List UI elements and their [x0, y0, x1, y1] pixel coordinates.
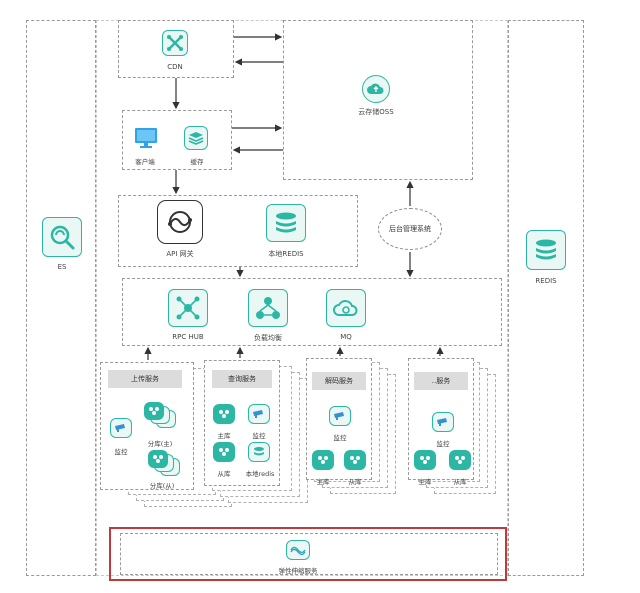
other-master-db-icon — [414, 450, 436, 470]
query-slave-label: 从库 — [217, 470, 231, 478]
query-master-db-icon — [213, 404, 235, 424]
cache-icon — [184, 126, 208, 150]
cloud-storage-icon — [362, 75, 390, 103]
elastic-label: 弹性伸缩服务 — [278, 567, 318, 575]
es-label: ES — [57, 263, 67, 271]
upload-slave-label: 分库(从) — [149, 482, 175, 490]
query-master-label: 主库 — [217, 432, 231, 440]
decode-master-db-icon — [312, 450, 334, 470]
other-service-title: ..服务 — [414, 372, 468, 390]
monitor-icon — [134, 127, 158, 149]
admin-system-node: 后台管理系统 — [378, 208, 442, 250]
search-icon — [42, 217, 82, 257]
cache-label: 缓存 — [190, 158, 204, 166]
query-monitor-label: 监控 — [252, 432, 266, 440]
rpc-hub-label: RPC HUB — [172, 333, 204, 341]
local-redis-label: 本地REDIS — [268, 250, 304, 258]
rpc-hub-icon — [168, 289, 208, 327]
other-slave-db-icon — [449, 450, 471, 470]
elastic-scaling-icon — [286, 540, 310, 560]
redis-icon — [526, 230, 566, 270]
upload-monitor-label: 监控 — [114, 448, 128, 456]
query-local-redis-label: 本地redis — [245, 470, 275, 478]
api-gateway-icon — [157, 200, 203, 244]
upload-service-title: 上传服务 — [108, 370, 182, 388]
other-monitor-icon — [432, 412, 454, 432]
database-master-icon — [144, 402, 164, 420]
database-slave-icon — [148, 450, 168, 468]
decode-service-title: 解码服务 — [312, 372, 366, 390]
decode-master-label: 主库 — [316, 478, 330, 486]
admin-system-label: 后台管理系统 — [389, 225, 431, 233]
other-master-label: 主库 — [418, 478, 432, 486]
decode-slave-db-icon — [344, 450, 366, 470]
query-service-title: 查询服务 — [212, 370, 272, 388]
decode-slave-label: 从库 — [348, 478, 362, 486]
monitor-camera-icon — [110, 418, 132, 438]
cdn-icon — [162, 30, 188, 56]
query-local-redis-icon — [248, 442, 270, 462]
mq-icon — [326, 289, 366, 327]
elastic-highlight-frame — [109, 527, 507, 581]
local-redis-icon — [266, 204, 306, 242]
oss-label: 云存储OSS — [358, 108, 394, 116]
client-label: 客户端 — [135, 158, 155, 166]
query-slave-db-icon — [213, 442, 235, 462]
redis-column — [508, 20, 584, 576]
load-balance-label: 负载均衡 — [254, 334, 282, 342]
other-slave-label: 从库 — [453, 478, 467, 486]
query-monitor-icon — [248, 404, 270, 424]
decode-monitor-icon — [329, 406, 351, 426]
upload-master-label: 分库(主) — [147, 440, 173, 448]
decode-monitor-label: 监控 — [333, 434, 347, 442]
api-gateway-label: API 网关 — [166, 250, 194, 258]
redis-label: REDIS — [535, 277, 557, 285]
load-balance-icon — [248, 289, 288, 327]
cdn-label: CDN — [167, 63, 183, 71]
other-monitor-label: 监控 — [436, 440, 450, 448]
mq-label: MQ — [340, 333, 352, 341]
es-column — [26, 20, 96, 576]
